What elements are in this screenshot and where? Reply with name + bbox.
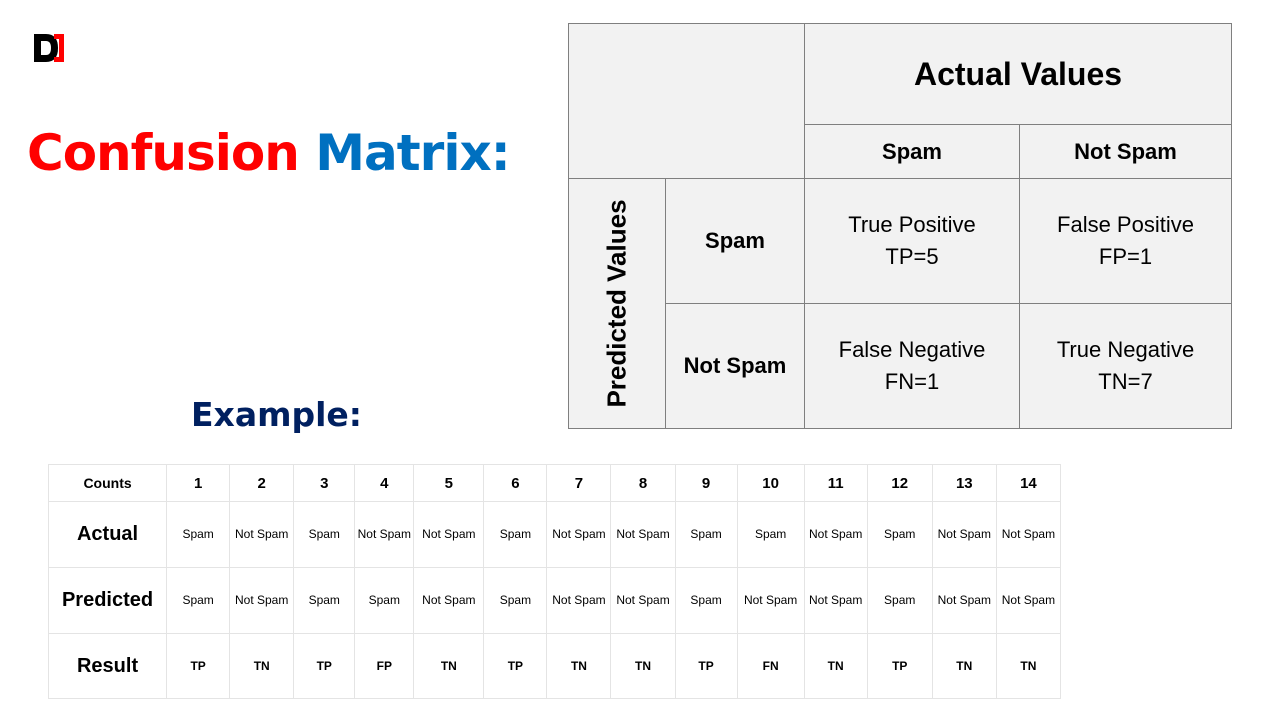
- row-label-predicted: Predicted: [47, 567, 168, 634]
- table-cell: Not Spam: [229, 501, 295, 568]
- table-cell: TN: [546, 633, 612, 699]
- table-cell: TN: [229, 633, 295, 699]
- table-cell: Spam: [483, 501, 548, 568]
- table-cell: TP: [674, 633, 738, 699]
- table-row-actual: Actual Spam Not Spam Spam Not Spam Not S…: [47, 501, 1062, 568]
- table-cell: TN: [995, 633, 1062, 699]
- matrix-corner: [568, 23, 805, 179]
- table-cell: FN: [736, 633, 805, 699]
- cell-false-negative: False Negative FN=1: [804, 303, 1020, 429]
- table-cell: TN: [610, 633, 676, 699]
- table-header-count: 13: [931, 464, 997, 502]
- title-word-matrix: Matrix:: [315, 124, 510, 182]
- table-header-count: 10: [736, 464, 805, 502]
- table-cell: Not Spam: [931, 567, 997, 634]
- page-title: Confusion Matrix:: [27, 118, 511, 188]
- cell-true-negative: True Negative TN=7: [1019, 303, 1232, 429]
- table-header-count: 8: [610, 464, 676, 502]
- table-header-count: 1: [166, 464, 231, 502]
- actual-values-label: Actual Values: [913, 55, 1123, 92]
- table-cell: Not Spam: [413, 567, 485, 634]
- table-header-count: 2: [229, 464, 295, 502]
- col-header-not-spam: Not Spam: [1019, 124, 1232, 180]
- table-cell: Spam: [674, 501, 738, 568]
- table-cell: Spam: [293, 567, 356, 634]
- table-cell: TN: [931, 633, 997, 699]
- title-word-confusion: Confusion: [27, 124, 300, 182]
- cell-false-positive: False Positive FP=1: [1019, 178, 1232, 304]
- table-header-counts: Counts: [47, 464, 168, 502]
- table-cell: TP: [483, 633, 548, 699]
- table-header-count: 11: [803, 464, 868, 502]
- table-header-count: 7: [546, 464, 612, 502]
- table-row-result: Result TP TN TP FP TN TP TN TN TP FN TN …: [47, 633, 1062, 699]
- table-cell: TP: [293, 633, 356, 699]
- table-cell: Not Spam: [803, 501, 868, 568]
- table-header-count: 9: [674, 464, 738, 502]
- false-negative-label: False Negative: [838, 337, 986, 362]
- row-header-not-spam: Not Spam: [665, 303, 805, 429]
- table-header-count: 3: [293, 464, 356, 502]
- table-cell: Spam: [166, 501, 231, 568]
- cell-true-positive: True Positive TP=5: [804, 178, 1020, 304]
- table-header-row: Counts 1 2 3 4 5 6 7 8 9 10 11 12 13 14: [47, 464, 1062, 502]
- table-cell: Spam: [293, 501, 356, 568]
- predicted-values-label: Predicted Values: [601, 199, 632, 408]
- false-negative-value: FN=1: [884, 369, 940, 394]
- table-header-count: 6: [483, 464, 548, 502]
- col-header-spam: Spam: [804, 124, 1020, 180]
- row-header-spam-label: Spam: [705, 228, 765, 253]
- table-cell: Not Spam: [354, 501, 415, 568]
- true-negative-label: True Negative: [1056, 337, 1195, 362]
- row-header-spam: Spam: [665, 178, 805, 304]
- table-header-count: 14: [995, 464, 1062, 502]
- predicted-values-header: Predicted Values: [568, 178, 666, 429]
- table-header-count: 5: [413, 464, 485, 502]
- table-header-count: 12: [866, 464, 933, 502]
- table-cell: Not Spam: [413, 501, 485, 568]
- row-label-result: Result: [47, 633, 168, 699]
- table-cell: FP: [354, 633, 415, 699]
- false-positive-label: False Positive: [1057, 212, 1194, 237]
- col-header-not-spam-label: Not Spam: [1074, 139, 1177, 164]
- table-cell: Not Spam: [610, 567, 676, 634]
- example-table: Counts 1 2 3 4 5 6 7 8 9 10 11 12 13 14 …: [47, 464, 1062, 699]
- actual-values-header: Actual Values: [804, 23, 1232, 125]
- table-cell: Not Spam: [546, 501, 612, 568]
- row-header-not-spam-label: Not Spam: [683, 353, 787, 378]
- table-cell: Not Spam: [995, 567, 1062, 634]
- table-cell: Not Spam: [803, 567, 868, 634]
- table-cell: Spam: [166, 567, 231, 634]
- table-cell: Spam: [354, 567, 415, 634]
- table-cell: TP: [866, 633, 933, 699]
- table-cell: Not Spam: [931, 501, 997, 568]
- row-label-actual: Actual: [47, 501, 168, 568]
- table-header-count: 4: [354, 464, 415, 502]
- table-cell: TN: [413, 633, 485, 699]
- table-cell: Spam: [736, 501, 805, 568]
- table-row-predicted: Predicted Spam Not Spam Spam Spam Not Sp…: [47, 567, 1062, 634]
- col-header-spam-label: Spam: [882, 139, 942, 164]
- table-cell: TP: [166, 633, 231, 699]
- true-positive-value: TP=5: [885, 244, 939, 269]
- d-logo-icon: [34, 34, 64, 62]
- table-cell: Spam: [674, 567, 738, 634]
- true-positive-label: True Positive: [848, 212, 976, 237]
- confusion-matrix: Actual Values Spam Not Spam Predicted Va…: [568, 23, 1232, 429]
- table-cell: TN: [803, 633, 868, 699]
- table-cell: Not Spam: [610, 501, 676, 568]
- table-cell: Not Spam: [546, 567, 612, 634]
- table-cell: Spam: [866, 567, 933, 634]
- table-cell: Not Spam: [736, 567, 805, 634]
- true-negative-value: TN=7: [1098, 369, 1153, 394]
- table-cell: Not Spam: [995, 501, 1062, 568]
- table-cell: Not Spam: [229, 567, 295, 634]
- table-cell: Spam: [483, 567, 548, 634]
- table-cell: Spam: [866, 501, 933, 568]
- false-positive-value: FP=1: [1098, 244, 1153, 269]
- example-heading: Example:: [191, 395, 362, 434]
